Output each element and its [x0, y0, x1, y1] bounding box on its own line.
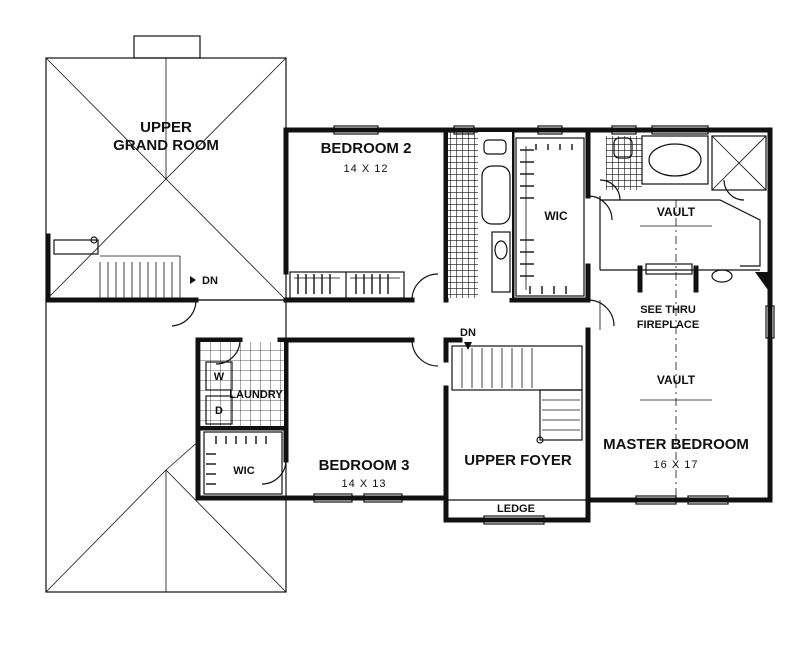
dryer-label: D: [215, 405, 223, 417]
toilet-icon: [613, 137, 633, 159]
stair-left-dn-label: DN: [202, 275, 218, 287]
stair-arrow-icon: [464, 342, 472, 350]
bedroom2-label: BEDROOM 2: [321, 140, 412, 157]
tub-icon: [648, 143, 702, 177]
stair-left: [53, 236, 196, 298]
roof-outline-upper-left: [45, 35, 287, 301]
walk-in-closet-left: [203, 431, 283, 495]
doors: [171, 179, 745, 485]
vault-lines: [599, 200, 712, 500]
interior-walls: [195, 127, 760, 463]
upper-foyer-label: UPPER FOYER: [464, 452, 572, 469]
vault-master-label: VAULT: [657, 373, 696, 387]
grand-room-label-line1: UPPER: [140, 119, 192, 136]
master-bedroom-label: MASTER BEDROOM: [603, 436, 749, 453]
vault-top-label: VAULT: [657, 205, 696, 219]
wic-left-label: WIC: [233, 465, 254, 477]
fireplace-label-line2: FIREPLACE: [637, 319, 699, 331]
exterior-walls: [45, 127, 773, 523]
hall-bath: [448, 132, 512, 298]
toilet-icon: [483, 139, 507, 155]
bathtub-icon: [481, 165, 511, 225]
wic-top-label: WIC: [544, 209, 568, 223]
washer-label: W: [214, 371, 225, 383]
grand-room-label-line2: GRAND ROOM: [113, 137, 219, 154]
fireplace-label-line1: SEE THRU: [640, 304, 696, 316]
bedroom3-size: 14 X 13: [342, 478, 387, 490]
sink-icon: [711, 269, 733, 283]
master-bedroom-size: 16 X 17: [654, 459, 699, 471]
dryer: [205, 395, 233, 425]
walk-in-closet-top: [515, 137, 585, 297]
stair-center-dn-label: DN: [460, 327, 476, 339]
bedroom2-closets: [289, 271, 405, 299]
washer: [205, 361, 233, 391]
bedroom3-label: BEDROOM 3: [319, 457, 410, 474]
stair-foyer: [451, 342, 583, 444]
stair-arrow-icon: [190, 276, 196, 284]
ledge-label: LEDGE: [497, 503, 535, 515]
bedroom2-size: 14 X 12: [344, 163, 389, 175]
laundry-room: [200, 342, 284, 426]
laundry-label: LAUNDRY: [229, 389, 283, 401]
master-bath: [600, 135, 768, 290]
sink-icon: [494, 240, 508, 260]
windows: [313, 125, 775, 525]
